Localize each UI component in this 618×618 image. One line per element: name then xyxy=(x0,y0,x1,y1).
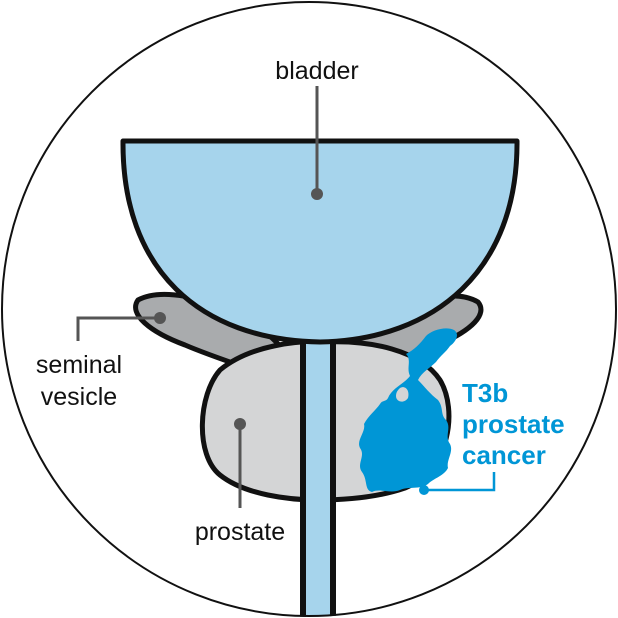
seminal-vesicle-label-line1: seminal xyxy=(36,351,122,379)
seminal-vesicle-label-line2: vesicle xyxy=(41,383,117,411)
cancer-label-line3: cancer xyxy=(462,440,546,470)
prostate-label: prostate xyxy=(195,518,285,546)
cancer-label-line2: prostate xyxy=(462,409,565,439)
bladder-label: bladder xyxy=(275,57,358,85)
urethra xyxy=(303,338,333,618)
cancer-label-line1: T3b xyxy=(462,378,508,408)
